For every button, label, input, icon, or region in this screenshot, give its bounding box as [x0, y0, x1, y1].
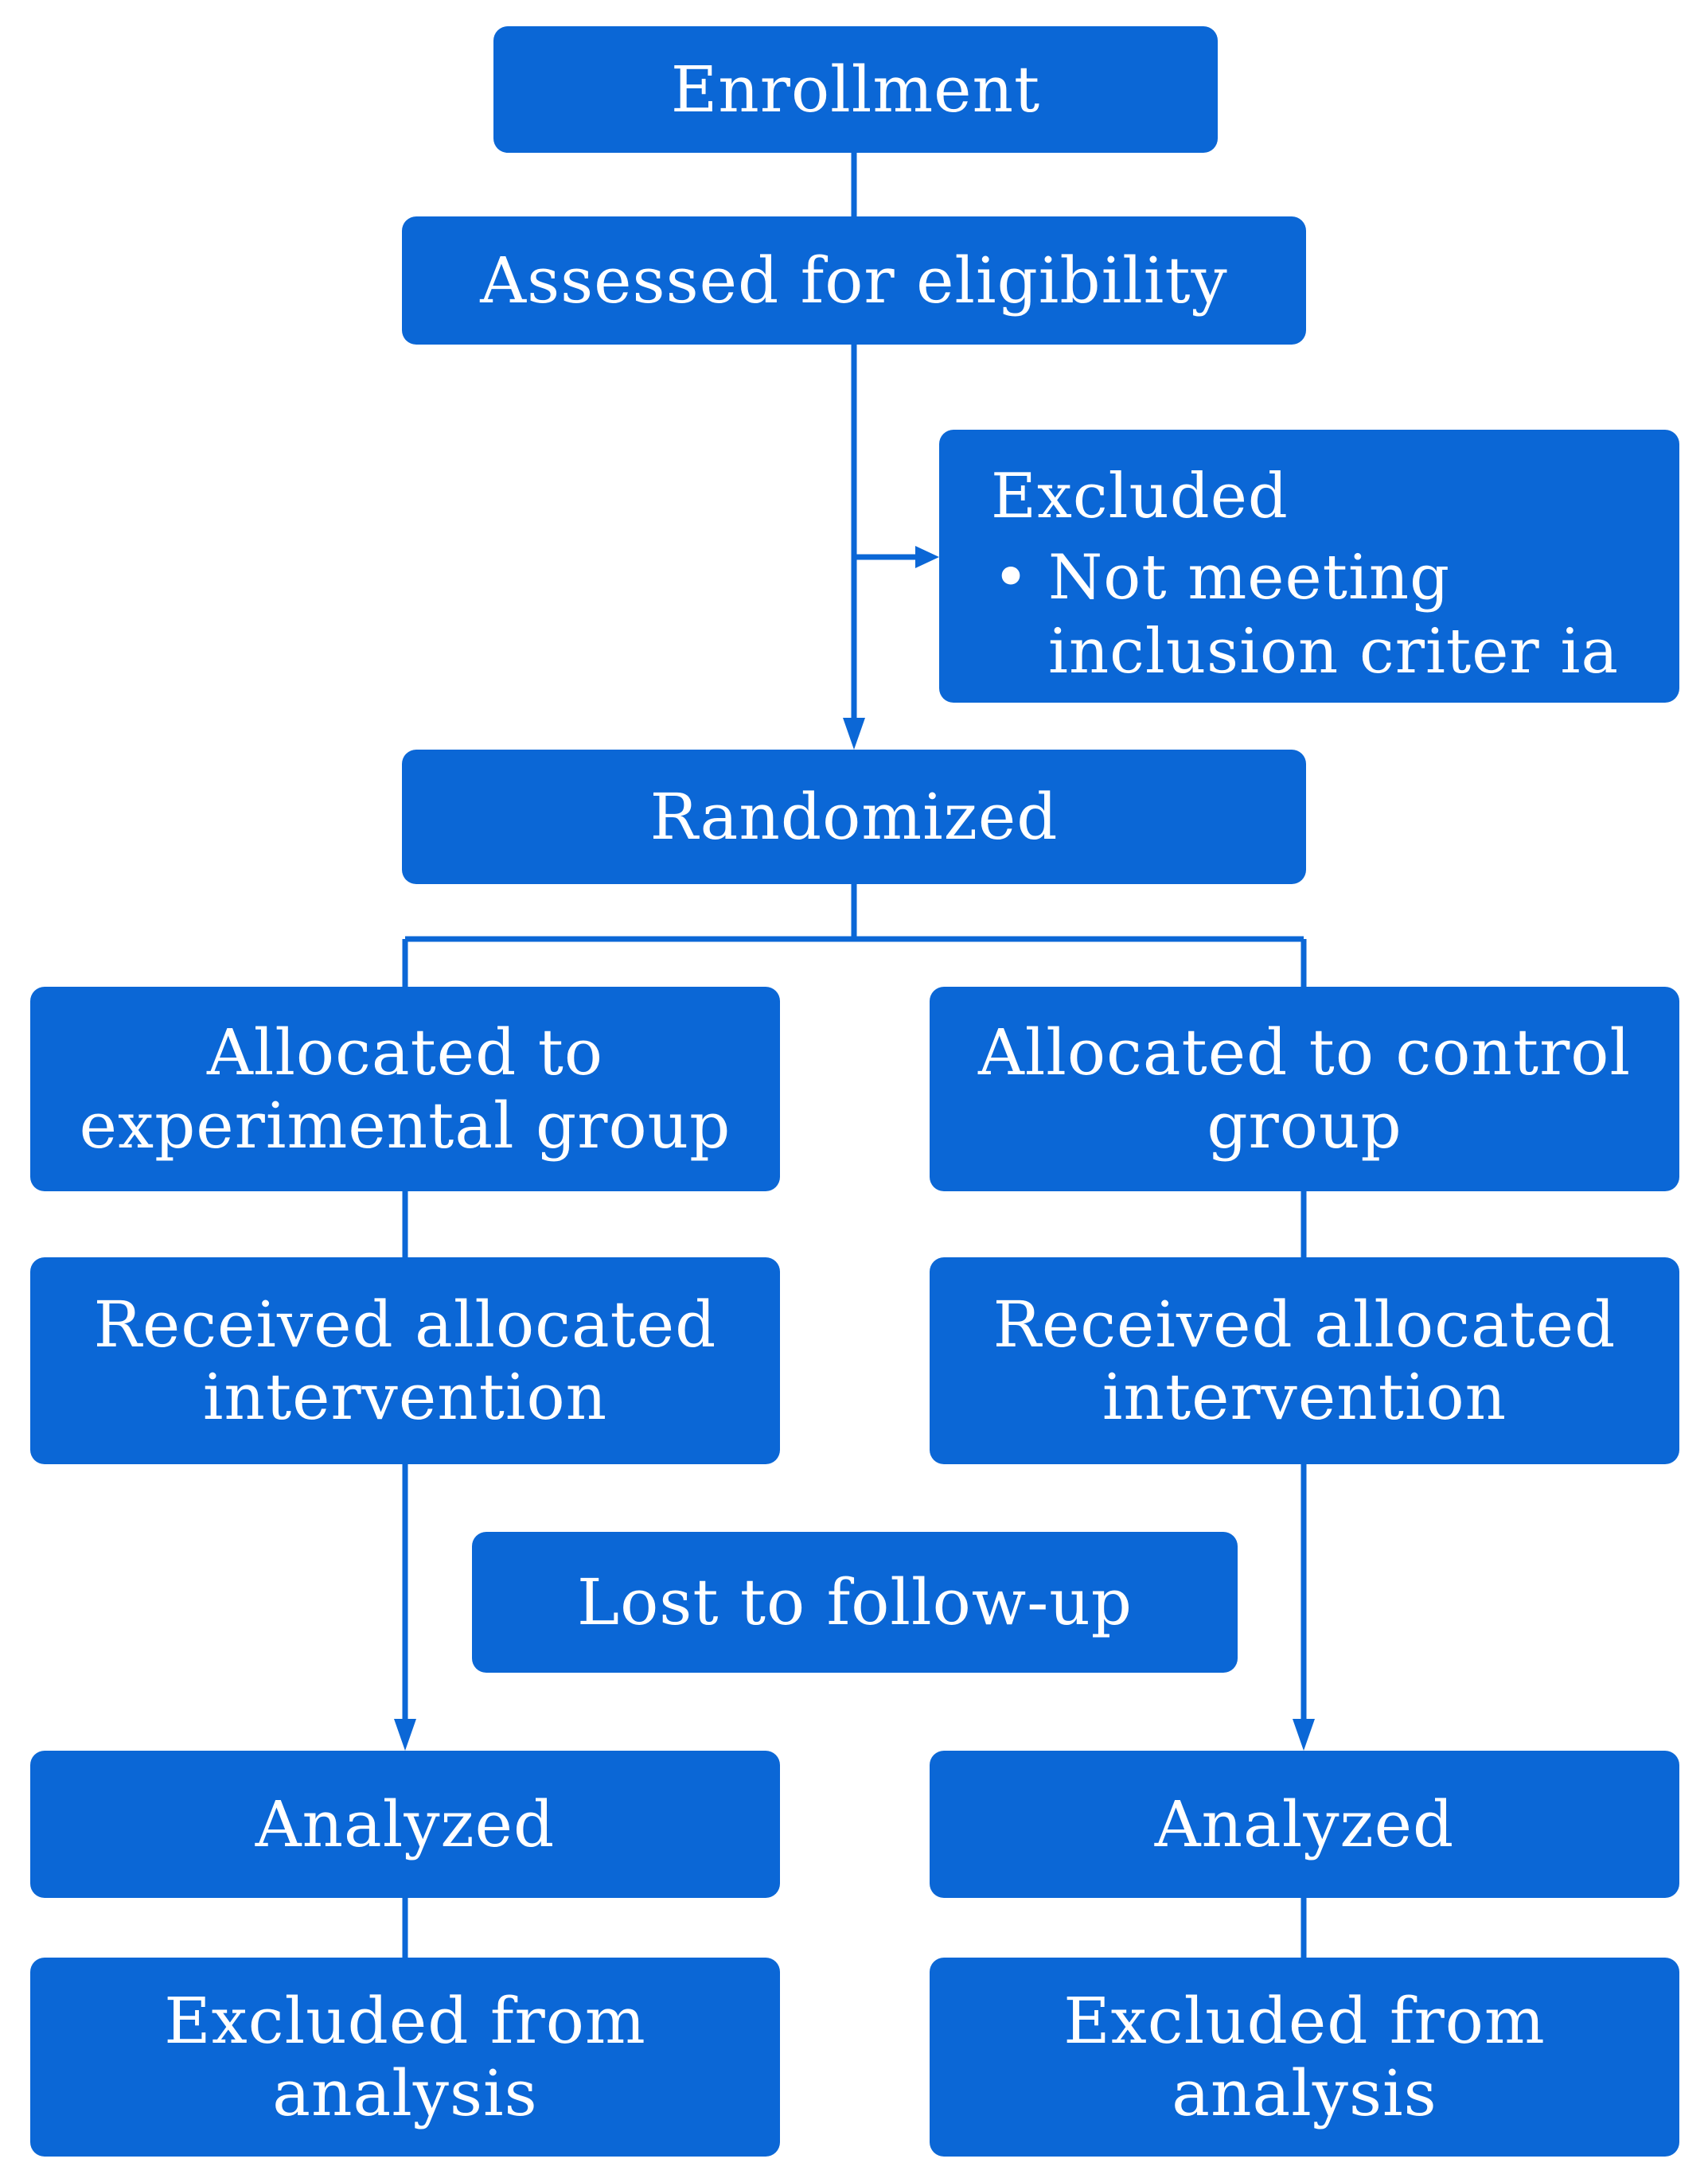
- excluded-analysis-experimental-box: Excluded from analysis: [30, 1958, 780, 2157]
- assessed-eligibility-box: Assessed for eligibility: [402, 216, 1306, 345]
- arrowhead-excluded: [915, 546, 939, 568]
- received-control-box: Received allocated intervention: [930, 1257, 1679, 1464]
- excluded-analysis-control-box: Excluded from analysis: [930, 1958, 1679, 2157]
- allocated-control-label: Allocated to control group: [977, 1015, 1632, 1163]
- lost-followup-box: Lost to follow-up: [472, 1532, 1238, 1673]
- analyzed-experimental-box: Analyzed: [30, 1751, 780, 1898]
- analyzed-experimental-label: Analyzed: [255, 1787, 556, 1861]
- allocated-experimental-label: Allocated to experimental group: [79, 1015, 731, 1163]
- received-experimental-label: Received allocated intervention: [93, 1287, 717, 1434]
- arrowhead-analyzed-experimental: [394, 1719, 416, 1751]
- allocated-control-box: Allocated to control group: [930, 987, 1679, 1191]
- excluded-box: Excluded Not meeting inclusion criter ia: [939, 430, 1679, 703]
- enrollment-label: Enrollment: [670, 52, 1041, 127]
- analyzed-control-box: Analyzed: [930, 1751, 1679, 1898]
- excluded-analysis-experimental-label: Excluded from analysis: [164, 1983, 646, 2130]
- randomized-box: Randomized: [402, 750, 1306, 884]
- arrowhead-analyzed-control: [1293, 1719, 1315, 1751]
- excluded-title: Excluded: [991, 461, 1289, 532]
- excluded-analysis-control-label: Excluded from analysis: [1063, 1983, 1546, 2130]
- lost-followup-label: Lost to follow-up: [576, 1564, 1133, 1639]
- excluded-reason-text: Not meeting inclusion criter ia: [1048, 541, 1619, 688]
- enrollment-box: Enrollment: [493, 26, 1218, 153]
- excluded-reasons-list: Not meeting inclusion criter ia: [991, 541, 1679, 690]
- received-experimental-box: Received allocated intervention: [30, 1257, 780, 1464]
- randomized-label: Randomized: [649, 779, 1059, 854]
- received-control-label: Received allocated intervention: [992, 1287, 1616, 1434]
- excluded-reason-item: Not meeting inclusion criter ia: [991, 541, 1679, 690]
- assessed-eligibility-label: Assessed for eligibility: [480, 243, 1228, 318]
- analyzed-control-label: Analyzed: [1154, 1787, 1455, 1861]
- allocated-experimental-box: Allocated to experimental group: [30, 987, 780, 1191]
- arrowhead-randomized: [843, 718, 865, 750]
